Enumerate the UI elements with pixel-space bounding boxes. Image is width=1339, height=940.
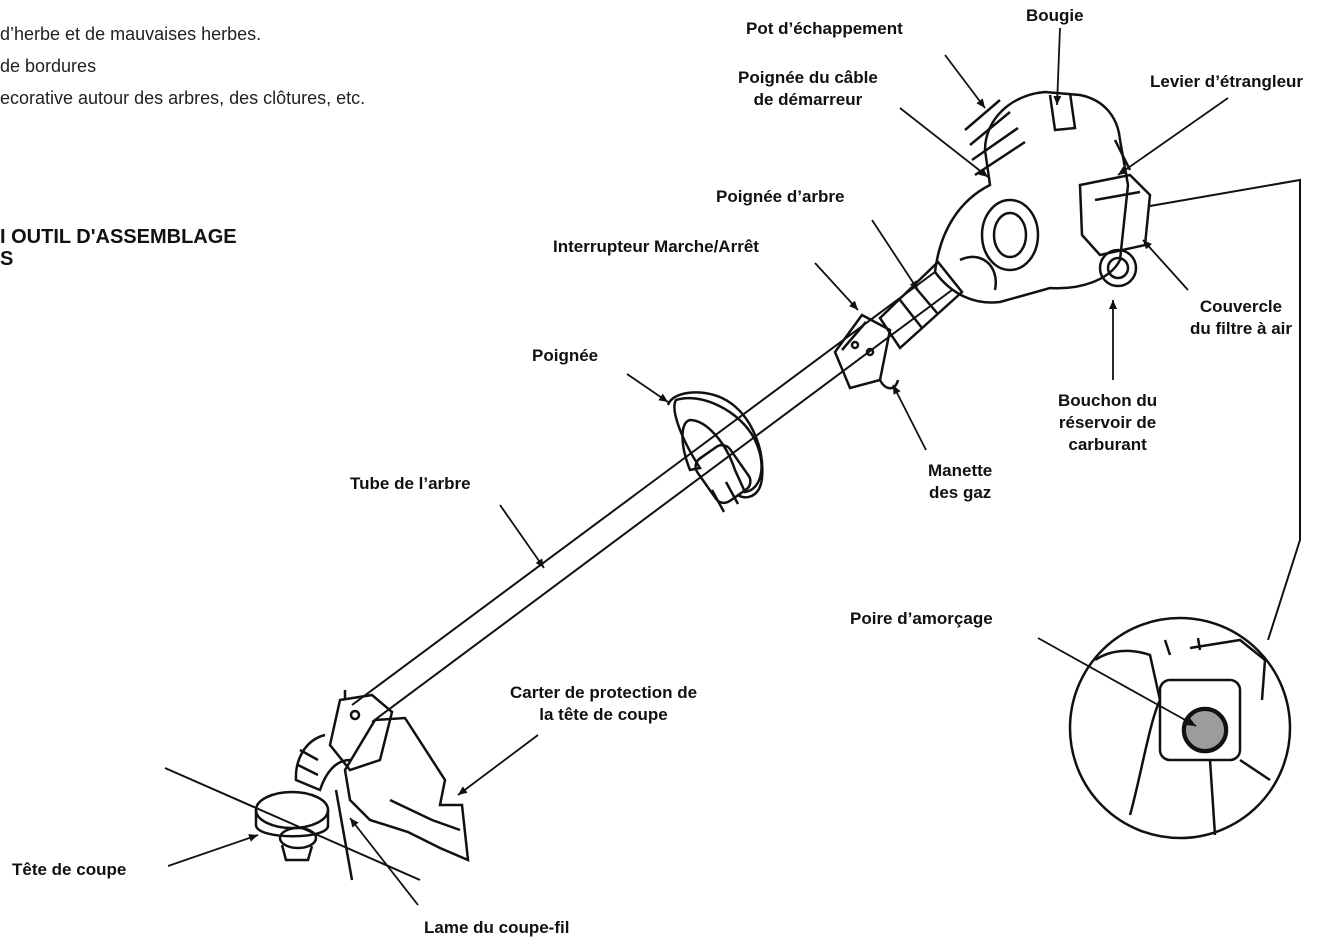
section-heading: I OUTIL D'ASSEMBLAGE S [0,226,237,270]
label-primer-bulb: Poire d’amorçage [850,609,993,628]
label-cutting-head-guard: Carter de protection de la tête de coupe [510,682,697,726]
label-line: la tête de coupe [539,705,668,724]
engine-body [933,90,1152,304]
label-line: carburant [1068,435,1147,454]
label-line: Poignée du câble [738,68,878,87]
label-muffler: Pot d’échappement [746,19,903,38]
throttle-housing [833,313,900,390]
label-on-off-switch: Interrupteur Marche/Arrêt [553,237,759,256]
shaft-grip [878,260,964,350]
loop-handle [666,391,764,513]
label-fuel-cap: Bouchon du réservoir de carburant [1058,390,1157,456]
inset-connector [1149,178,1301,641]
section-heading-line: I OUTIL D'ASSEMBLAGE [0,226,237,248]
label-line: Bouchon du [1058,391,1158,410]
intro-line: d’herbe et de mauvaises herbes. [0,24,262,44]
label-line: Carter de protection de [510,683,698,702]
label-spark-plug: Bougie [1026,6,1084,25]
label-line-cutter-blade: Lame du coupe-fil [424,918,570,937]
label-line: Manette [928,461,993,480]
label-shaft-tube: Tube de l’arbre [350,474,471,493]
intro-text: d’herbe et de mauvaises herbes. de bordu… [0,18,365,114]
primer-bulb [1184,709,1226,751]
primer-inset [1068,616,1292,840]
label-line: réservoir de [1058,413,1157,432]
label-line: du filtre à air [1190,319,1293,338]
shaft-tube [351,271,953,723]
intro-line: de bordures [0,56,97,76]
label-handle: Poignée [532,346,599,365]
label-throttle-trigger: Manette des gaz [928,460,992,504]
label-line: de démarreur [753,90,863,109]
label-shaft-grip: Poignée d’arbre [716,187,845,206]
label-line: Couvercle [1199,297,1283,316]
leader-arrows [167,27,1229,906]
label-air-filter-cover: Couvercle du filtre à air [1190,296,1292,340]
section-heading-line: S [0,248,14,270]
label-cutting-head: Tête de coupe [12,860,127,879]
label-line: des gaz [928,483,992,502]
intro-line: ecorative autour des arbres, des clôture… [0,88,366,108]
cutting-head-assembly [254,690,470,881]
trimmer-line-string [164,767,421,881]
label-choke-lever: Levier d’étrangleur [1150,72,1304,91]
label-starter-rope-handle: Poignée du câble de démarreur [738,67,878,111]
